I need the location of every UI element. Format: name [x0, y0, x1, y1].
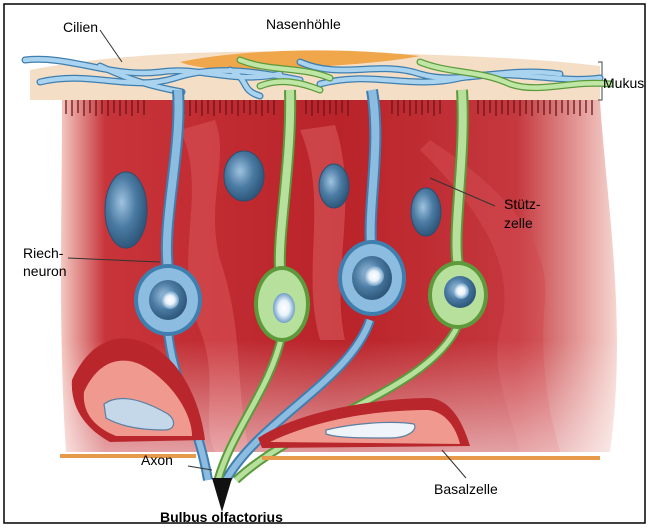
axon-label: Axon [141, 452, 173, 468]
receptor-neuron-label-line2: neuron [23, 263, 67, 279]
basal-cell-label: Basalzelle [434, 481, 498, 497]
mucus-label: Mukus [603, 75, 644, 91]
support-cell-label-line2: zelle [504, 215, 533, 231]
support-cell-label-line1: Stütz- [504, 196, 541, 212]
olfactory-bulb-label: Bulbus olfactorius [160, 509, 283, 525]
nasal-cavity-label: Nasenhöhle [266, 16, 341, 32]
cilia-label: Cilien [63, 19, 98, 35]
receptor-neuron-label-line1: Riech- [23, 245, 63, 261]
